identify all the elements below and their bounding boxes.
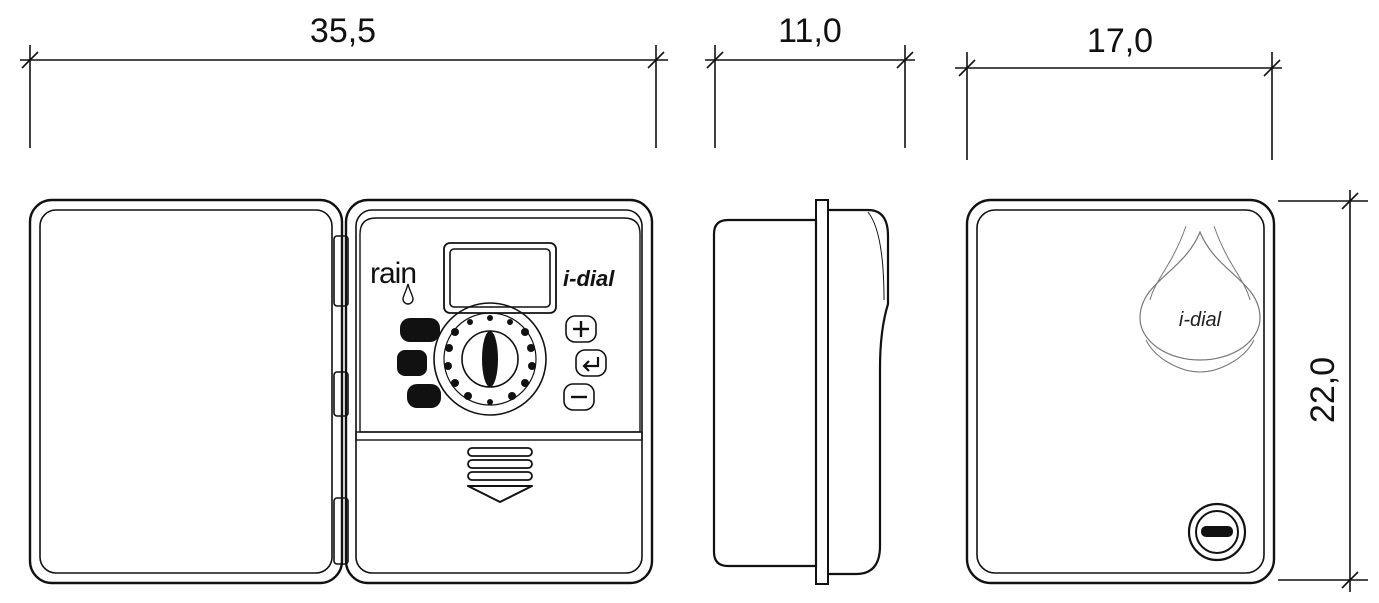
dimension-closed-width (955, 52, 1282, 160)
dimension-height (1278, 190, 1368, 592)
dimension-open-width (20, 45, 668, 148)
cover-logo-text: i-dial (1179, 309, 1222, 331)
front-view-open (28, 198, 654, 585)
dimension-side-depth (705, 45, 915, 148)
dimension-label-height: 22,0 (1304, 357, 1342, 423)
model-logo-text: i-dial (563, 266, 615, 291)
side-view (712, 199, 890, 585)
dimension-label-open-width: 35,5 (310, 12, 376, 50)
dimension-label-closed-width: 17,0 (1087, 22, 1153, 60)
brand-logo-text: rain (370, 257, 416, 290)
dimension-label-side-depth: 11,0 (778, 12, 842, 50)
front-view-closed (965, 198, 1276, 585)
